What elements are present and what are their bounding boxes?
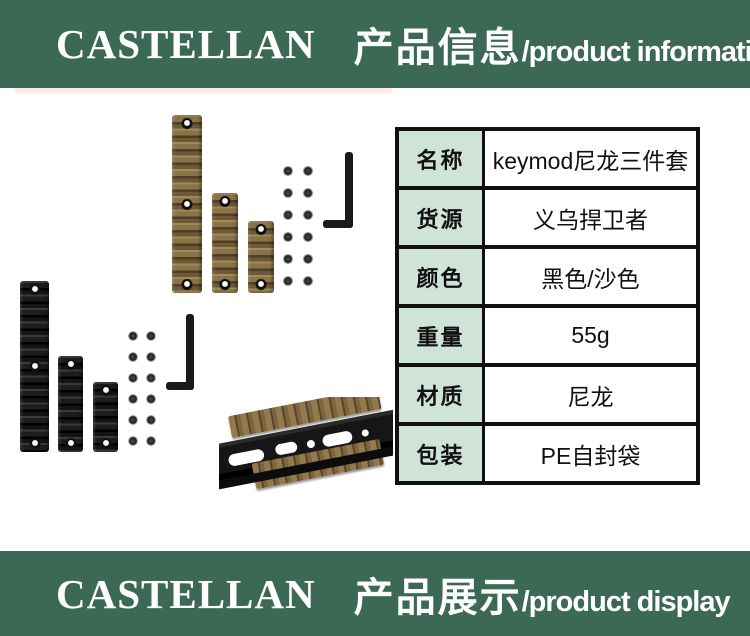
screw-hole-icon — [29, 284, 40, 295]
spec-row-material: 材质 尼龙 — [399, 367, 696, 422]
allen-wrench-icon — [323, 220, 353, 228]
footer-title: 产品展示/product display — [353, 565, 731, 623]
spec-table: 名称 keymod尼龙三件套 货源 义乌捍卫者 颜色 黑色/沙色 重量 55g … — [395, 127, 700, 485]
brand-logo: CASTELLAN — [56, 570, 316, 617]
keymod-slot-icon — [274, 440, 299, 456]
spec-label: 名称 — [399, 131, 482, 186]
installed-rail-photo — [219, 397, 393, 493]
brand-logo: CASTELLAN — [56, 21, 316, 67]
spec-row-name: 名称 keymod尼龙三件套 — [399, 131, 696, 186]
screw-hole-icon — [181, 199, 193, 210]
screw-hole-icon — [181, 118, 193, 129]
screw-hole-icon — [181, 279, 193, 290]
footer-title-cn: 产品展示 — [353, 575, 522, 620]
header-title-cn: 产品信息 — [353, 26, 522, 70]
photo-edge-strip — [15, 88, 392, 93]
tan-rail-cover-long — [172, 115, 202, 293]
screw-hole-icon — [65, 359, 76, 370]
screws-grid-icon — [124, 326, 160, 452]
spec-label: 颜色 — [399, 249, 482, 304]
spec-row-weight: 重量 55g — [399, 308, 696, 363]
screw-hole-icon — [255, 279, 267, 290]
spec-value: keymod尼龙三件套 — [485, 131, 696, 186]
screws-grid-icon — [278, 160, 318, 292]
spec-row-packaging: 包装 PE自封袋 — [399, 426, 696, 481]
tan-rail-cover-short — [248, 221, 274, 293]
screw-hole-icon — [100, 438, 111, 449]
spec-row-source: 货源 义乌捍卫者 — [399, 190, 696, 245]
screw-hole-icon — [255, 224, 267, 235]
keymod-hole-icon — [306, 439, 316, 449]
screw-hole-icon — [100, 385, 111, 396]
footer-title-en: /product display — [521, 585, 731, 618]
spec-label: 包装 — [399, 426, 482, 481]
spec-label: 重量 — [399, 308, 482, 363]
keymod-hole-icon — [361, 428, 370, 438]
screw-hole-icon — [29, 361, 40, 372]
header-title: 产品信息/product information — [354, 15, 750, 73]
spec-label: 材质 — [399, 367, 482, 422]
spec-value: 义乌捍卫者 — [485, 190, 696, 245]
screw-hole-icon — [29, 438, 40, 449]
allen-wrench-icon — [186, 314, 194, 390]
spec-value: 尼龙 — [485, 367, 696, 422]
spec-value: PE自封袋 — [485, 426, 696, 481]
spec-value: 55g — [485, 308, 696, 363]
tan-rail-cover-medium — [212, 193, 238, 293]
black-rail-cover-long — [20, 281, 49, 452]
screw-hole-icon — [65, 438, 76, 449]
header-title-en: /product information — [521, 36, 750, 68]
handguard-photo-rotated — [219, 397, 393, 493]
bottom-header-bar: CASTELLAN 产品展示/product display — [0, 551, 750, 636]
spec-value: 黑色/沙色 — [485, 249, 696, 304]
top-header-bar: CASTELLAN 产品信息/product information — [0, 0, 750, 88]
allen-wrench-icon — [345, 152, 353, 228]
screw-hole-icon — [219, 279, 231, 290]
spec-row-color: 颜色 黑色/沙色 — [399, 249, 696, 304]
spec-label: 货源 — [399, 190, 482, 245]
allen-wrench-icon — [166, 382, 194, 390]
black-rail-cover-short — [93, 382, 118, 452]
black-rail-cover-medium — [58, 356, 83, 452]
screw-hole-icon — [219, 196, 231, 207]
